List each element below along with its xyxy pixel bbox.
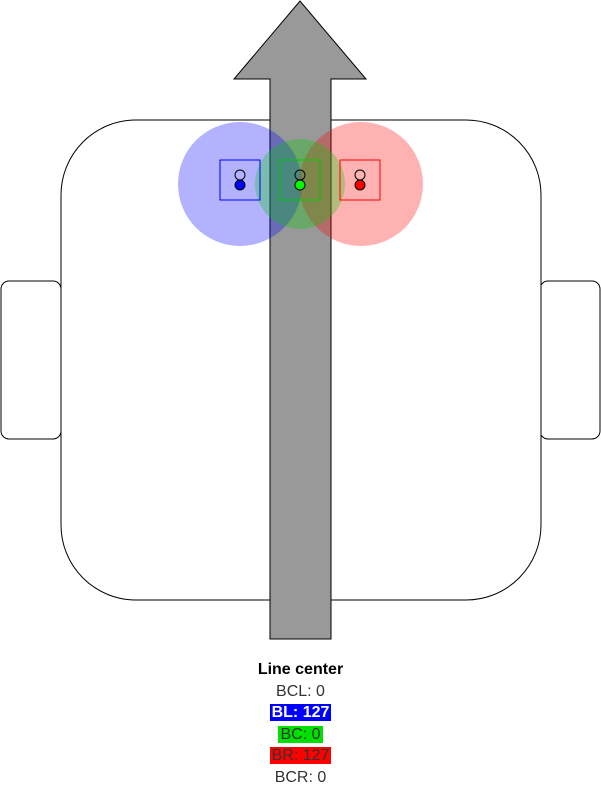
center-receiver-dot: [294, 179, 306, 191]
line-arrow: [232, 0, 368, 640]
bl-reading: BL: 127: [269, 704, 332, 722]
right-sensor-box: [339, 159, 381, 201]
left-sensor-box: [219, 159, 261, 201]
br-reading-row: BR: 127: [0, 745, 601, 767]
left-wheel: [0, 280, 62, 440]
robot-diagram: [0, 0, 601, 640]
bc-reading-row: BC: 0: [0, 724, 601, 746]
bcl-reading-row: BCL: 0: [0, 681, 601, 703]
left-receiver-dot: [234, 179, 246, 191]
bl-reading-row: BL: 127: [0, 702, 601, 724]
right-receiver-dot: [354, 179, 366, 191]
bcr-reading-row: BCR: 0: [0, 767, 601, 789]
bcl-reading: BCL: 0: [276, 682, 325, 700]
caption-title: Line center: [257, 661, 344, 678]
bcr-reading: BCR: 0: [274, 768, 327, 786]
right-wheel: [539, 280, 601, 440]
sensor-readout: Line center BCL: 0 BL: 127 BC: 0 BR: 127…: [0, 659, 601, 789]
center-sensor-box: [279, 159, 321, 201]
bc-reading: BC: 0: [278, 725, 323, 743]
br-reading: BR: 127: [269, 747, 332, 765]
